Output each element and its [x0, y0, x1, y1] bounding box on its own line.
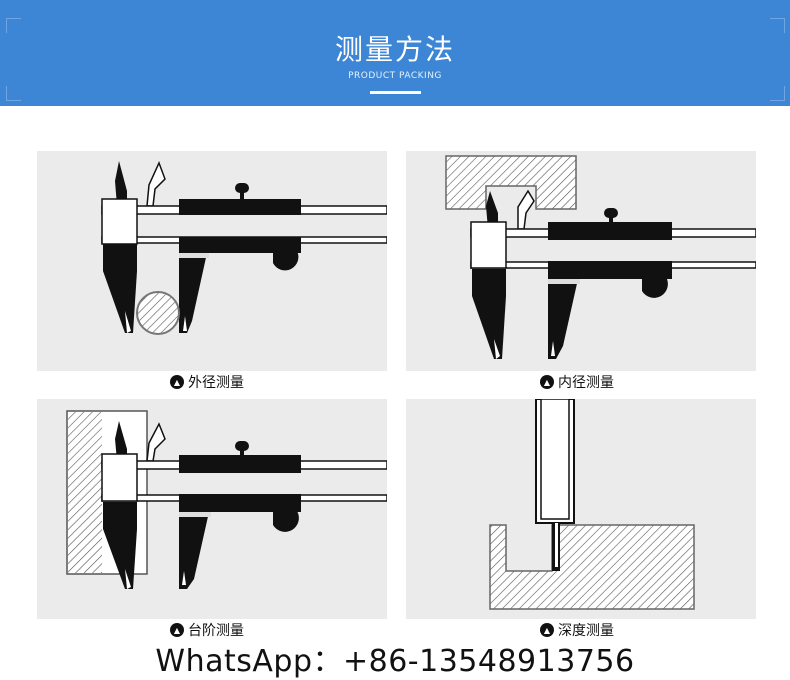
banner-corner-bl [6, 86, 21, 101]
chevron-up-circle-icon: ▲ [170, 623, 184, 637]
caption-step-label: 台阶测量 [188, 623, 244, 639]
title-underline [370, 91, 421, 94]
page-subtitle: PRODUCT PACKING [348, 71, 442, 81]
caption-outer-label: 外径测量 [188, 375, 244, 391]
caption-depth-label: 深度测量 [558, 623, 614, 639]
depth-diagram [406, 399, 756, 619]
caption-inner-label: 内径测量 [558, 375, 614, 391]
chevron-up-circle-icon: ▲ [540, 375, 554, 389]
banner-corner-left [6, 18, 21, 33]
caption-step: ▲ 台阶测量 [170, 620, 244, 640]
banner-corner-br [770, 86, 785, 101]
caption-outer: ▲ 外径测量 [170, 372, 244, 392]
chevron-up-circle-icon: ▲ [540, 623, 554, 637]
caption-inner: ▲ 内径测量 [540, 372, 614, 392]
whatsapp-contact: WhatsApp：+86-13548913756 [155, 644, 635, 679]
banner-corner-right [770, 18, 785, 33]
chevron-up-circle-icon: ▲ [170, 375, 184, 389]
page-title: 测量方法 [334, 33, 455, 66]
outer-diameter-diagram [37, 151, 387, 371]
header-banner: 测量方法 PRODUCT PACKING [0, 0, 790, 106]
caption-depth: ▲ 深度测量 [540, 620, 614, 640]
inner-diameter-diagram [406, 151, 756, 371]
step-diagram [37, 399, 387, 619]
